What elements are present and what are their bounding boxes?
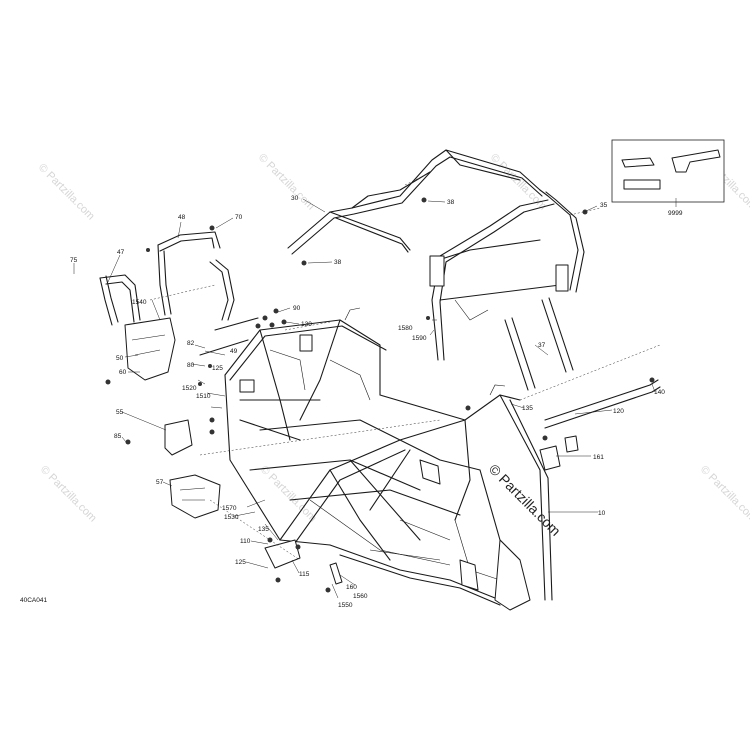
callout-161: 161 <box>593 454 604 461</box>
bar-1550 <box>329 562 343 585</box>
callout-1590: 1590 <box>412 335 427 342</box>
callout-1520: 1520 <box>182 385 197 392</box>
callout-48: 48 <box>178 214 186 221</box>
callout-135: 135 <box>258 526 269 533</box>
callout-57: 57 <box>156 479 164 486</box>
callout-120: 120 <box>613 408 624 415</box>
watermark-text: © Partzilla.com <box>258 464 319 525</box>
skid-plate-57 <box>169 474 221 519</box>
callout-35: 35 <box>600 202 608 209</box>
callout-50: 50 <box>116 355 124 362</box>
callout-1580: 1580 <box>398 325 413 332</box>
front-bracket-50 <box>124 317 176 381</box>
decal-kit-box <box>611 139 725 203</box>
callout-labels: 10 30 35 37 38 38 47 48 49 50 55 57 60 7… <box>70 195 683 609</box>
callout-80: 80 <box>187 362 195 369</box>
callout-38: 38 <box>447 199 455 206</box>
callout-1540: 1540 <box>132 299 147 306</box>
callout-1530: 1530 <box>224 514 239 521</box>
watermark-text: © Partzilla.com <box>698 464 750 525</box>
callout-55: 55 <box>116 409 124 416</box>
callout-85: 85 <box>114 433 122 440</box>
reference-lines <box>149 174 661 561</box>
watermark-text: © Partzilla.com <box>256 152 317 213</box>
cross-bar-120 <box>544 379 661 429</box>
callout-125: 125 <box>212 365 223 372</box>
callout-110: 110 <box>240 538 251 545</box>
callout-130: 130 <box>301 321 312 328</box>
latch-161 <box>539 435 579 471</box>
callout-90: 90 <box>293 305 301 312</box>
callout-47: 47 <box>117 249 125 256</box>
callout-82: 82 <box>187 340 195 347</box>
callout-70: 70 <box>235 214 243 221</box>
callout-1570: 1570 <box>222 505 237 512</box>
callout-37: 37 <box>538 342 546 349</box>
callout-10: 10 <box>598 510 606 517</box>
callout-1510: 1510 <box>196 393 211 400</box>
bracket-110 <box>264 539 301 569</box>
watermark-main: © Partzilla.com <box>486 461 564 539</box>
rod-49 <box>199 317 259 356</box>
diagram-code: 40CA041 <box>20 597 47 604</box>
brush-guard-48 <box>157 231 235 321</box>
front-bumper-47 <box>99 274 141 326</box>
callout-75: 75 <box>70 257 78 264</box>
watermark-text: © Partzilla.com <box>38 464 99 525</box>
callout-115: 115 <box>299 571 310 578</box>
callout-30: 30 <box>291 195 299 202</box>
callout-38: 38 <box>334 259 342 266</box>
callout-9999: 9999 <box>668 210 683 217</box>
watermark-text: © Partzilla.com <box>488 152 549 213</box>
callout-125: 125 <box>235 559 246 566</box>
fasteners <box>105 197 655 593</box>
main-frame-10 <box>224 307 553 611</box>
callout-49: 49 <box>230 348 238 355</box>
callout-60: 60 <box>119 369 127 376</box>
callout-1560: 1560 <box>353 593 368 600</box>
bracket-55 <box>164 419 193 456</box>
callout-160: 160 <box>346 584 357 591</box>
support-tubes-37 <box>504 297 574 391</box>
watermark-text: © Partzilla.com <box>36 162 97 223</box>
callout-135: 135 <box>522 405 533 412</box>
leader-lines <box>73 198 677 599</box>
callout-140: 140 <box>654 389 665 396</box>
roll-cage-30 <box>287 149 585 361</box>
callout-1550: 1550 <box>338 602 353 609</box>
